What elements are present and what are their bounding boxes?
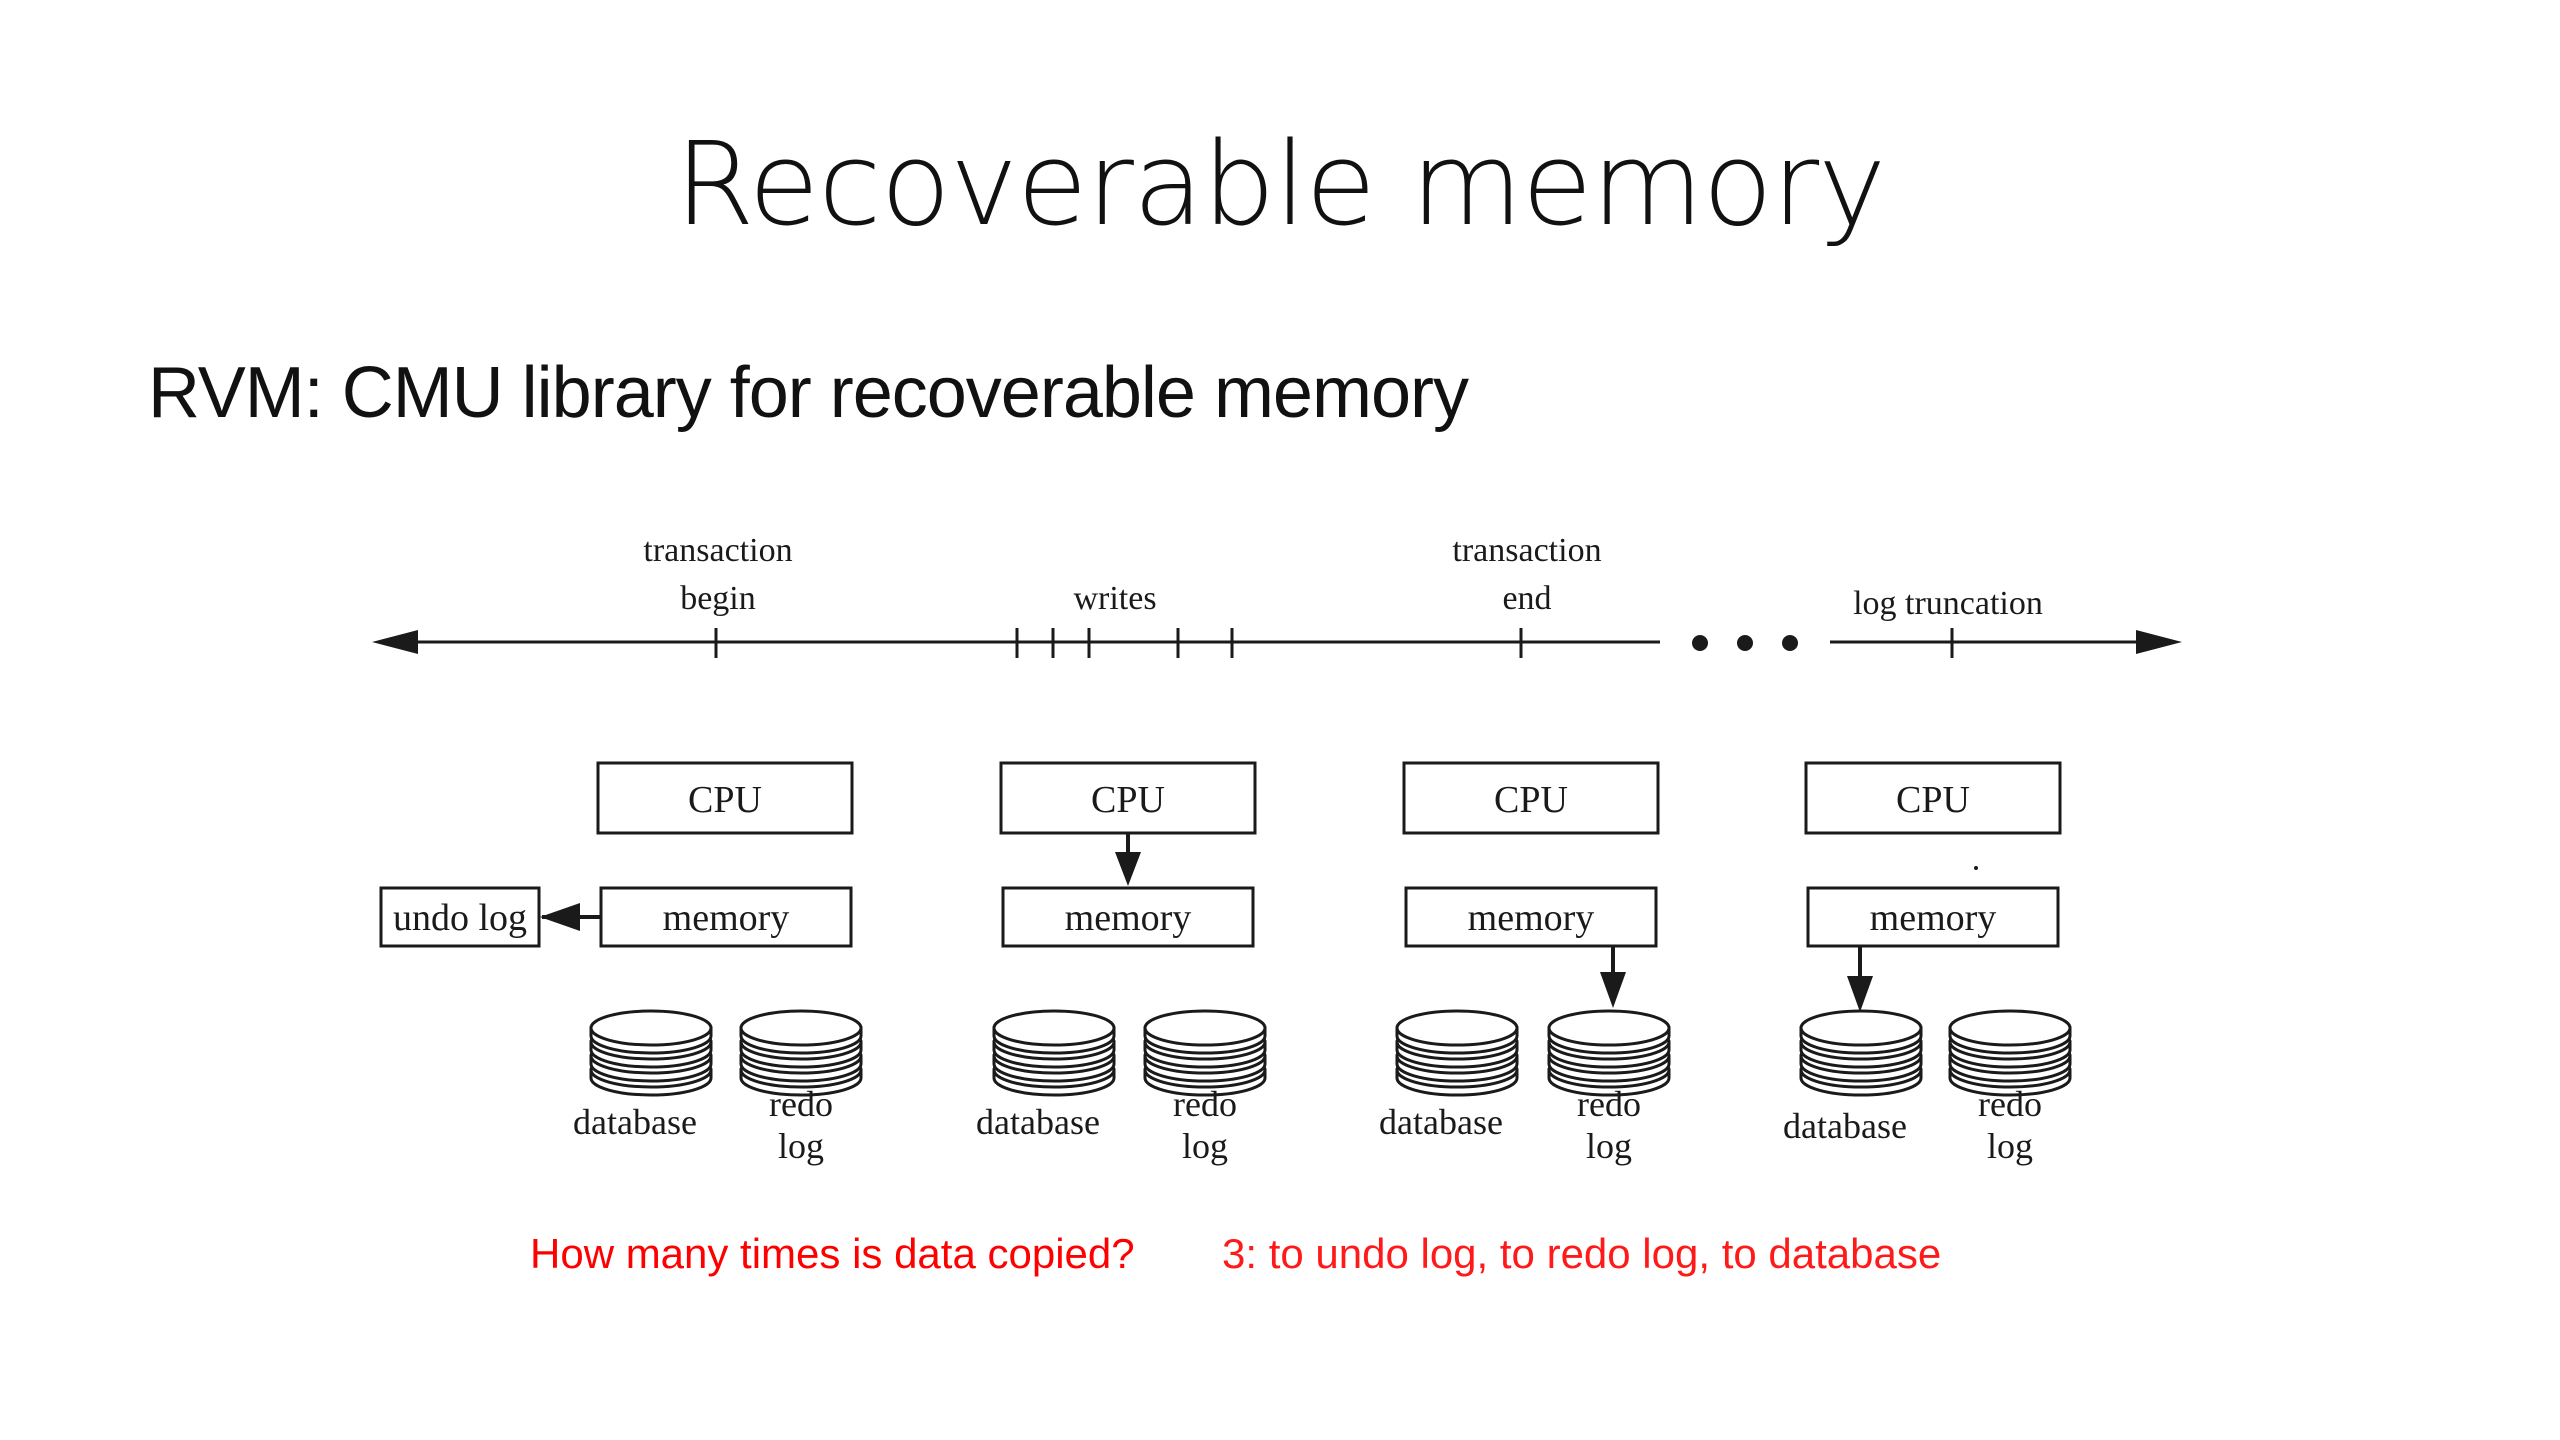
cpu-label: CPU (1494, 779, 1568, 821)
disk-platter-top (739, 1009, 863, 1047)
disk-platter-top (1395, 1009, 1519, 1047)
cpu-label: CPU (1091, 779, 1165, 821)
stage-3: CPU memory database redo log (1379, 761, 1671, 1166)
redo-log-disks (1547, 1009, 1671, 1097)
memory-box (1404, 886, 1658, 948)
redo-label-line2: log (1987, 1126, 2033, 1166)
stage-4: CPU memory database redo log (1783, 761, 2072, 1166)
answer-text: 3: to undo log, to redo log, to database (1222, 1230, 1942, 1277)
database-disks (1395, 1009, 1519, 1097)
disk-platter-top (1547, 1009, 1671, 1047)
cpu-label: CPU (1896, 779, 1970, 821)
database-label: database (573, 1102, 697, 1142)
memory-box (1806, 886, 2060, 948)
stage-2: CPU memory database redo log (976, 761, 1267, 1166)
label-transaction-begin-line2: begin (680, 580, 756, 617)
redo-label-line1: redo (1577, 1084, 1641, 1124)
stage-1: CPU memory undo log database redo log (379, 761, 863, 1166)
label-writes: writes (1073, 580, 1156, 617)
disk-platter-top (1143, 1009, 1267, 1047)
stray-dot (1974, 866, 1978, 870)
database-label: database (976, 1102, 1100, 1142)
redo-label-line2: log (1182, 1126, 1228, 1166)
redo-label-line2: log (1586, 1126, 1632, 1166)
arrowhead-redo (1600, 972, 1626, 1008)
redo-log-disks (739, 1009, 863, 1097)
slide-title: Recoverable memory (674, 118, 1886, 252)
question-text: How many times is data copied? (530, 1230, 1135, 1277)
arrowhead-undo (540, 903, 580, 931)
disk-platter-top (1799, 1009, 1923, 1047)
memory-label: memory (1065, 897, 1192, 939)
memory-label: memory (1870, 897, 1997, 939)
timeline (372, 628, 2182, 658)
redo-label-line1: redo (1173, 1084, 1237, 1124)
disk-platter-top (1948, 1009, 2072, 1047)
slide-subtitle: RVM: CMU library for recoverable memory (148, 353, 1469, 433)
database-disks (589, 1009, 713, 1097)
cpu-box (1804, 761, 2062, 835)
arrowhead-write (1115, 852, 1141, 886)
label-transaction-begin-line1: transaction (643, 532, 792, 569)
memory-label: memory (663, 897, 790, 939)
redo-log-disks (1143, 1009, 1267, 1097)
disk-platter-top (992, 1009, 1116, 1047)
arrowhead-database (1847, 976, 1873, 1012)
cpu-box (1402, 761, 1660, 835)
cpu-box (596, 761, 854, 835)
undo-log-label: undo log (393, 897, 527, 939)
label-transaction-end-line2: end (1502, 580, 1551, 617)
database-disks (992, 1009, 1116, 1097)
memory-box (1001, 886, 1255, 948)
database-disks (1799, 1009, 1923, 1097)
memory-label: memory (1468, 897, 1595, 939)
redo-label-line1: redo (1978, 1084, 2042, 1124)
redo-label-line2: log (778, 1126, 824, 1166)
disk-platter-top (589, 1009, 713, 1047)
ellipsis-dots (1692, 635, 1798, 651)
redo-log-disks (1948, 1009, 2072, 1097)
label-transaction-end-line1: transaction (1452, 532, 1601, 569)
cpu-label: CPU (688, 779, 762, 821)
database-label: database (1379, 1102, 1503, 1142)
redo-label-line1: redo (769, 1084, 833, 1124)
database-label: database (1783, 1106, 1907, 1146)
label-log-truncation: log truncation (1853, 585, 2043, 622)
undo-log-box (379, 886, 541, 948)
